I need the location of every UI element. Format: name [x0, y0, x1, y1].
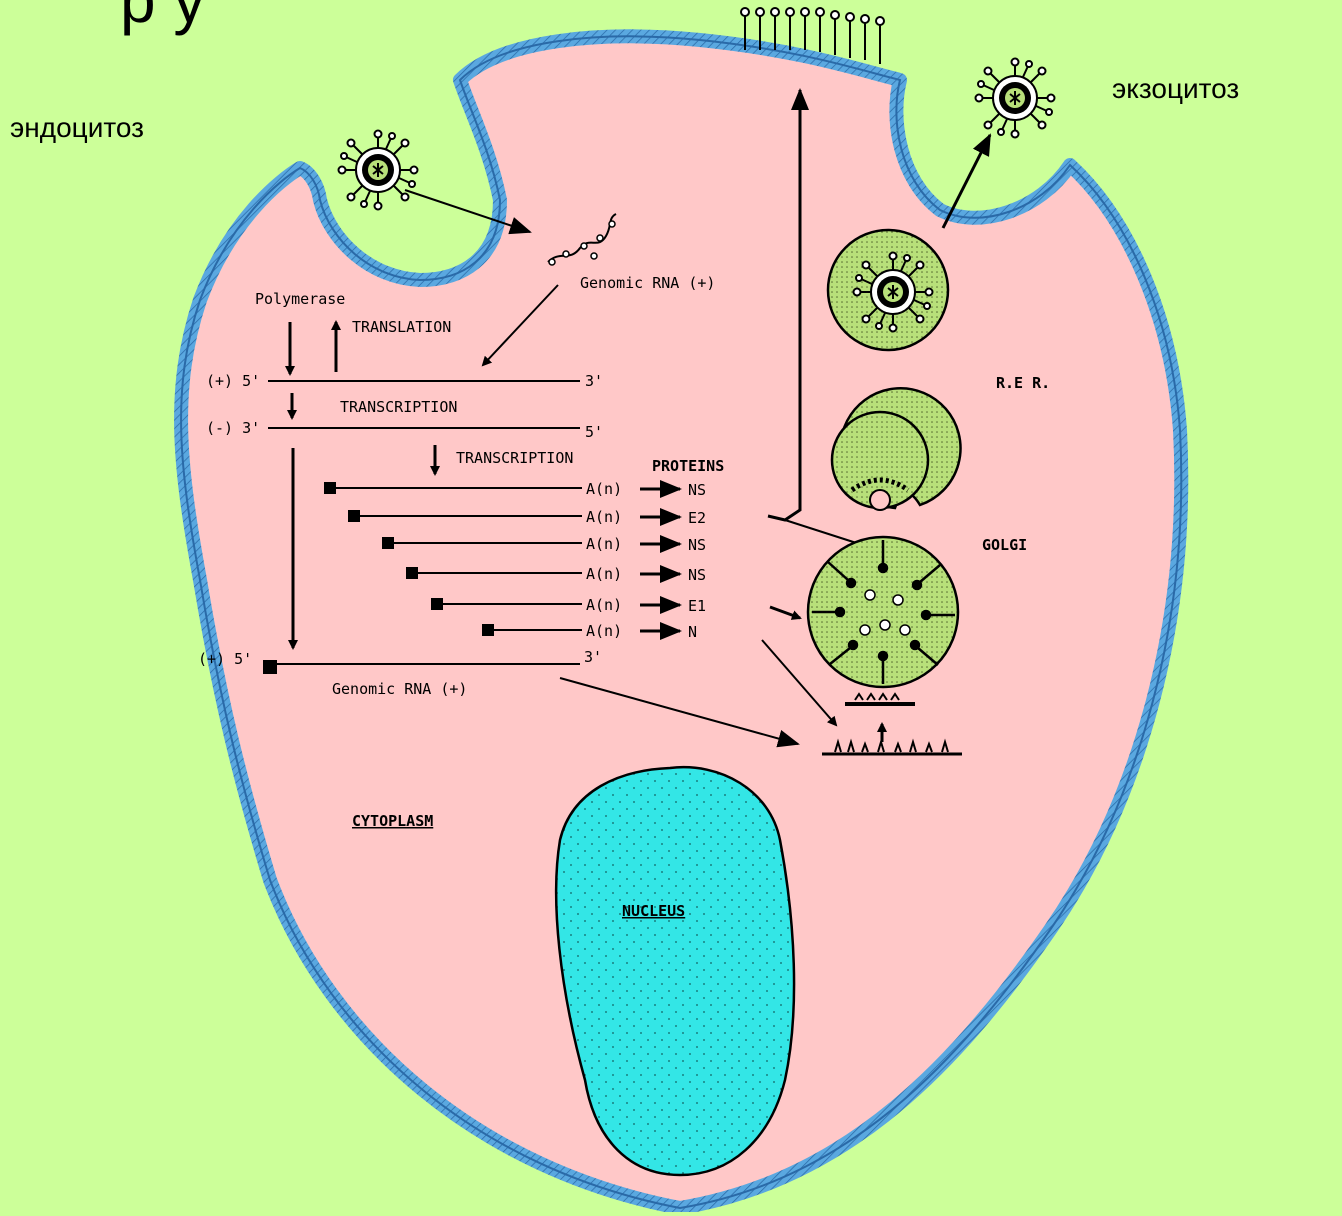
mrna-tail-label: A(n) — [586, 622, 622, 640]
plus5-top-label: (+) 5' — [206, 372, 260, 390]
five-prime-label: 5' — [585, 423, 603, 441]
protein-label: E1 — [688, 597, 706, 615]
endocytosis-label: эндоцитоз — [10, 112, 144, 143]
translation-label: TRANSLATION — [352, 318, 451, 336]
exocytosis-label: экзоцитоз — [1112, 73, 1239, 104]
genomic-rna-top-label: Genomic RNA (+) — [580, 274, 715, 292]
exocytosis-virus-icon — [976, 59, 1055, 138]
protein-label: NS — [688, 481, 706, 499]
mrna-tail-label: A(n) — [586, 565, 622, 583]
plus5-bottom-label: (+) 5' — [198, 650, 252, 668]
budding-virus-icon — [854, 253, 933, 332]
mrna-tail-label: A(n) — [586, 508, 622, 526]
protein-label: NS — [688, 536, 706, 554]
genomic-rna-bottom-label: Genomic RNA (+) — [332, 680, 467, 698]
three-prime-bottom-label: 3' — [584, 648, 602, 666]
protein-label: N — [688, 623, 697, 641]
cytoplasm-label: CYTOPLASM — [352, 812, 433, 830]
transcription-label-2: TRANSCRIPTION — [456, 449, 573, 467]
endocytosis-virus-icon — [339, 131, 418, 210]
rer-label: R.E R. — [996, 374, 1050, 392]
cap-marker — [263, 660, 277, 674]
protein-label: E2 — [688, 509, 706, 527]
minus3-label: (-) 3' — [206, 419, 260, 437]
polymerase-label: Polymerase — [255, 290, 345, 308]
three-prime-top-label: 3' — [585, 372, 603, 390]
transcription-label-1: TRANSCRIPTION — [340, 398, 457, 416]
mrna-tail-label: A(n) — [586, 480, 622, 498]
nucleus-label: NUCLEUS — [622, 902, 685, 920]
protein-label: NS — [688, 566, 706, 584]
mrna-tail-label: A(n) — [586, 596, 622, 614]
hidden-title-fragment: р у — [120, 0, 205, 36]
golgi-label: GOLGI — [982, 536, 1027, 554]
proteins-label: PROTEINS — [652, 457, 724, 475]
mrna-tail-label: A(n) — [586, 535, 622, 553]
